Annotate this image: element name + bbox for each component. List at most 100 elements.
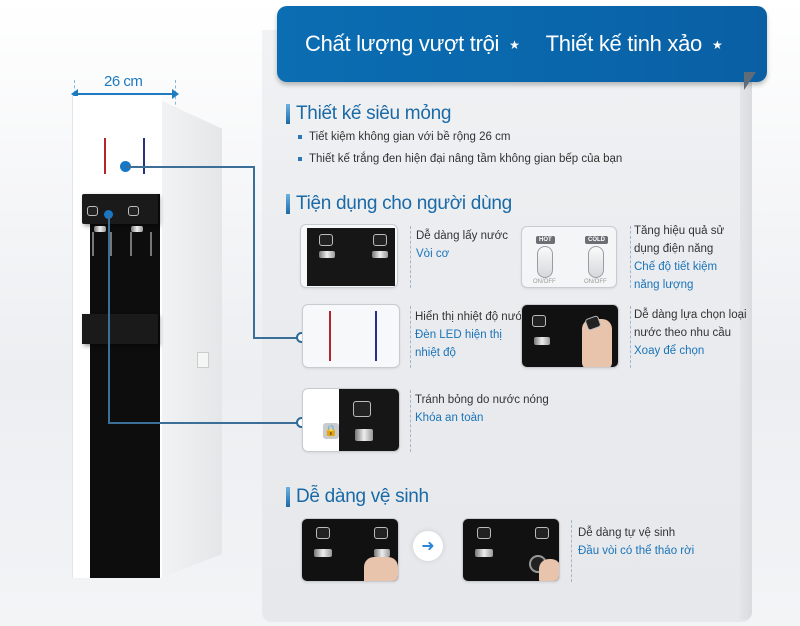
tap-rail <box>110 232 112 256</box>
tap <box>374 549 390 557</box>
feature-image-taps <box>300 224 398 288</box>
feature-title: Tránh bỏng do nước nóng <box>415 394 549 406</box>
switch-sub-label: ON/OFF <box>584 279 607 285</box>
hot-led-bar <box>104 138 106 174</box>
cold-button <box>128 206 139 216</box>
lock-icon: 🔒 <box>323 423 339 439</box>
section-title-cleaning: Dễ dàng vệ sinh <box>286 486 429 508</box>
feature-title: Dễ dàng lấy nước <box>416 230 508 242</box>
feature-subtitle: Vòi cơ <box>416 248 450 260</box>
bullet-icon <box>298 135 302 139</box>
separator <box>630 226 631 288</box>
feature-text-lock: Tránh bỏng do nước nóng Khóa an toàn <box>415 391 549 427</box>
feature-title: nước theo nhu cầu <box>634 327 732 339</box>
feature-image-switches: HOT ON/OFF COLD ON/OFF <box>521 226 617 288</box>
feature-text-rotate: Dễ dàng lựa chọn loại nước theo nhu cầu … <box>634 306 747 360</box>
bullet-item: Tiết kiệm không gian với bề rộng 26 cm <box>298 131 622 143</box>
feature-title: Hiển thị nhiệt độ nước <box>415 311 529 323</box>
side-vent <box>197 352 209 368</box>
tap-right <box>372 251 388 258</box>
bullet-text: Thiết kế trắng đen hiện đại nâng tầm khô… <box>309 153 623 165</box>
connector-line <box>108 214 110 422</box>
hot-button <box>319 234 333 246</box>
tap-rail <box>92 232 94 256</box>
feature-subtitle: Khóa an toàn <box>415 412 484 424</box>
bullet-text: Tiết kiệm không gian với bề rộng 26 cm <box>309 131 511 143</box>
hand-image <box>364 557 398 581</box>
arrow-right-icon: ➜ <box>421 538 435 555</box>
connector-line <box>253 166 255 338</box>
feature-text-taps: Dễ dàng lấy nước Vòi cơ <box>416 227 508 263</box>
feature-title: dụng điện năng <box>634 243 714 255</box>
cold-switch-icon <box>588 246 604 278</box>
separator <box>410 390 411 452</box>
bullet-item: Thiết kế trắng đen hiện đại nâng tầm khô… <box>298 153 622 165</box>
star-icon: ★ <box>509 38 520 52</box>
feature-subtitle: Đầu vòi có thể tháo rời <box>578 545 695 557</box>
tap-left <box>319 251 335 258</box>
hot-switch-icon <box>537 246 553 278</box>
feature-title: Dễ dàng tự vệ sinh <box>578 527 676 539</box>
feature-title: Dễ dàng lựa chọn loại <box>634 309 747 321</box>
feature-subtitle: Chế độ tiết kiệm <box>634 261 718 273</box>
tap <box>355 429 373 441</box>
feature-text-cleaning: Dễ dàng tự vệ sinh Đầu vòi có thể tháo r… <box>578 524 694 560</box>
feature-subtitle: Xoay để chọn <box>634 345 705 357</box>
header-ribbon: Chất lượng vượt trội ★ Thiết kế tinh xảo… <box>277 6 767 82</box>
connector-line <box>253 337 299 339</box>
star-icon: ★ <box>711 38 723 52</box>
dimension-arrow-icon <box>71 89 179 99</box>
design-bullets: Tiết kiệm không gian với bề rộng 26 cm T… <box>298 131 622 175</box>
bullet-icon <box>298 157 302 161</box>
hot-led-bar <box>329 311 331 361</box>
section-title-convenience: Tiện dụng cho người dùng <box>286 193 512 215</box>
tap-right <box>131 226 143 232</box>
separator <box>410 226 411 288</box>
control-button <box>532 315 546 327</box>
cold-led-bar <box>375 311 377 361</box>
connector-line <box>108 422 298 424</box>
product-drip-tray <box>82 314 158 344</box>
section-bar-icon <box>286 487 290 507</box>
section-title-design: Thiết kế siêu mỏng <box>286 103 451 125</box>
product-side <box>160 100 222 578</box>
feature-subtitle: năng lượng <box>634 279 694 291</box>
section-title-text: Dễ dàng vệ sinh <box>296 486 429 507</box>
tap-rail <box>130 232 132 256</box>
section-bar-icon <box>286 194 290 214</box>
tap <box>534 337 550 345</box>
slogan-design: Thiết kế tinh xảo <box>545 31 703 56</box>
separator <box>630 306 631 368</box>
separator <box>410 306 411 368</box>
control-button <box>353 401 371 417</box>
hot-button <box>87 206 98 216</box>
panel-edge <box>740 60 752 620</box>
section-title-text: Thiết kế siêu mỏng <box>296 103 452 124</box>
next-step-arrow: ➜ <box>413 531 443 561</box>
control-button <box>535 527 549 539</box>
callout-dot-icon <box>120 161 131 172</box>
cold-led-bar <box>143 138 145 174</box>
slogan-quality: Chất lượng vượt trội <box>305 31 500 56</box>
feature-image-rotate <box>521 304 619 368</box>
connector-line <box>126 166 254 168</box>
control-button <box>477 527 491 539</box>
cold-button <box>373 234 387 246</box>
hot-switch-label: HOT <box>536 236 555 244</box>
tap-rail <box>150 232 152 256</box>
control-button <box>316 527 330 539</box>
dispenser-panel <box>339 389 399 451</box>
cold-switch-label: COLD <box>585 236 608 244</box>
tap-left <box>94 226 106 232</box>
product-black-panel <box>90 194 160 578</box>
section-bar-icon <box>286 104 290 124</box>
feature-text-led: Hiển thị nhiệt độ nước Đèn LED hiện thị … <box>415 308 529 362</box>
feature-image-lock: 🔒 <box>302 388 400 452</box>
feature-text-energy: Tăng hiệu quả sử dụng điện năng Chế độ t… <box>634 222 724 294</box>
feature-title: Tăng hiệu quả sử <box>634 225 725 237</box>
feature-image-led <box>302 304 400 368</box>
feature-subtitle: nhiệt độ <box>415 347 456 359</box>
section-title-text: Tiện dụng cho người dùng <box>296 193 512 214</box>
switch-sub-label: ON/OFF <box>533 279 556 285</box>
feature-subtitle: Đèn LED hiện thị <box>415 329 502 341</box>
